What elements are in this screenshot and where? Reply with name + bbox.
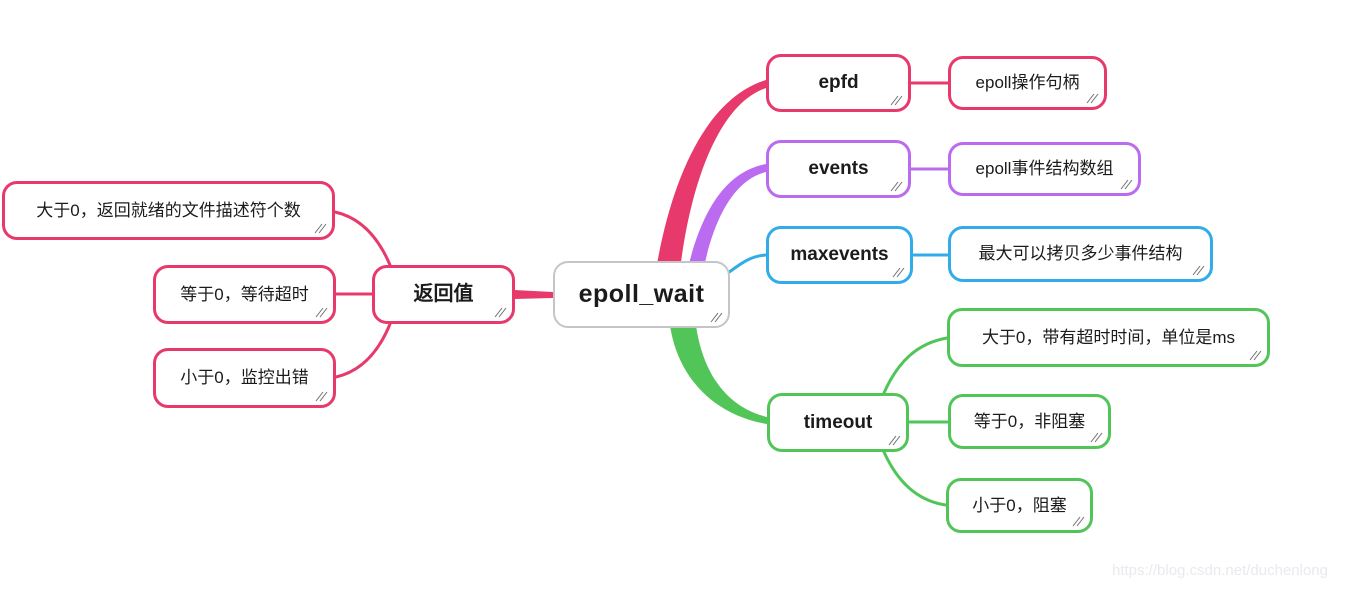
node-root[interactable]: epoll_wait <box>553 261 730 328</box>
resize-handle-icon[interactable] <box>1249 350 1262 361</box>
connector-root-events <box>687 164 766 272</box>
node-label: 返回值 <box>413 283 474 305</box>
node-timeout-eq0[interactable]: 等于0，非阻塞 <box>948 394 1111 449</box>
node-label: epoll事件结构数组 <box>975 159 1114 179</box>
node-label: 最大可以拷贝多少事件结构 <box>978 244 1183 264</box>
resize-handle-icon[interactable] <box>890 181 903 192</box>
node-maxevents-desc[interactable]: 最大可以拷贝多少事件结构 <box>948 226 1213 282</box>
connector-return-root <box>514 290 553 299</box>
resize-handle-icon[interactable] <box>1072 516 1085 527</box>
resize-handle-icon[interactable] <box>314 223 327 234</box>
connector-return-child-0 <box>333 210 392 267</box>
node-timeout-lt0[interactable]: 小于0，阻塞 <box>946 478 1093 533</box>
node-label: 小于0，监控出错 <box>180 368 309 388</box>
node-maxevents[interactable]: maxevents <box>766 226 913 284</box>
node-timeout-gt0[interactable]: 大于0，带有超时时间，单位是ms <box>947 308 1270 367</box>
connector-timeout-child-0 <box>882 336 949 395</box>
resize-handle-icon[interactable] <box>1120 179 1133 190</box>
node-return-eq0[interactable]: 等于0，等待超时 <box>153 265 336 324</box>
node-timeout[interactable]: timeout <box>767 393 909 452</box>
node-label: 等于0，非阻塞 <box>973 411 1086 431</box>
resize-handle-icon[interactable] <box>892 267 905 278</box>
resize-handle-icon[interactable] <box>1086 93 1099 104</box>
node-label: 等于0，等待超时 <box>180 284 309 304</box>
node-epfd-desc[interactable]: epoll操作句柄 <box>948 56 1107 110</box>
node-label: epfd <box>818 72 859 94</box>
connector-root-epfd <box>656 80 766 270</box>
resize-handle-icon[interactable] <box>890 95 903 106</box>
node-label: epoll_wait <box>578 280 705 309</box>
watermark: https://blog.csdn.net/duchenlong <box>1112 562 1328 579</box>
node-return-lt0[interactable]: 小于0，监控出错 <box>153 348 336 408</box>
resize-handle-icon[interactable] <box>888 435 901 446</box>
node-label: maxevents <box>790 244 889 266</box>
connector-timeout-child-2 <box>882 450 948 507</box>
node-label: 大于0，返回就绪的文件描述符个数 <box>36 200 301 220</box>
node-return-gt0[interactable]: 大于0，返回就绪的文件描述符个数 <box>2 181 335 240</box>
node-return-value[interactable]: 返回值 <box>372 265 515 324</box>
node-label: 小于0，阻塞 <box>972 495 1067 515</box>
node-label: events <box>808 158 869 180</box>
node-events-desc[interactable]: epoll事件结构数组 <box>948 142 1141 196</box>
resize-handle-icon[interactable] <box>1090 432 1103 443</box>
resize-handle-icon[interactable] <box>494 307 507 318</box>
node-label: timeout <box>803 411 873 433</box>
node-label: 大于0，带有超时时间，单位是ms <box>981 327 1236 347</box>
resize-handle-icon[interactable] <box>315 391 328 402</box>
node-events[interactable]: events <box>766 140 911 198</box>
connector-return-child-2 <box>334 322 392 379</box>
resize-handle-icon[interactable] <box>710 312 723 323</box>
connector-root-timeout <box>669 318 767 424</box>
node-label: epoll操作句柄 <box>975 73 1080 93</box>
resize-handle-icon[interactable] <box>1192 265 1205 276</box>
node-epfd[interactable]: epfd <box>766 54 911 112</box>
connector-root-maxevents <box>726 253 768 275</box>
resize-handle-icon[interactable] <box>315 307 328 318</box>
